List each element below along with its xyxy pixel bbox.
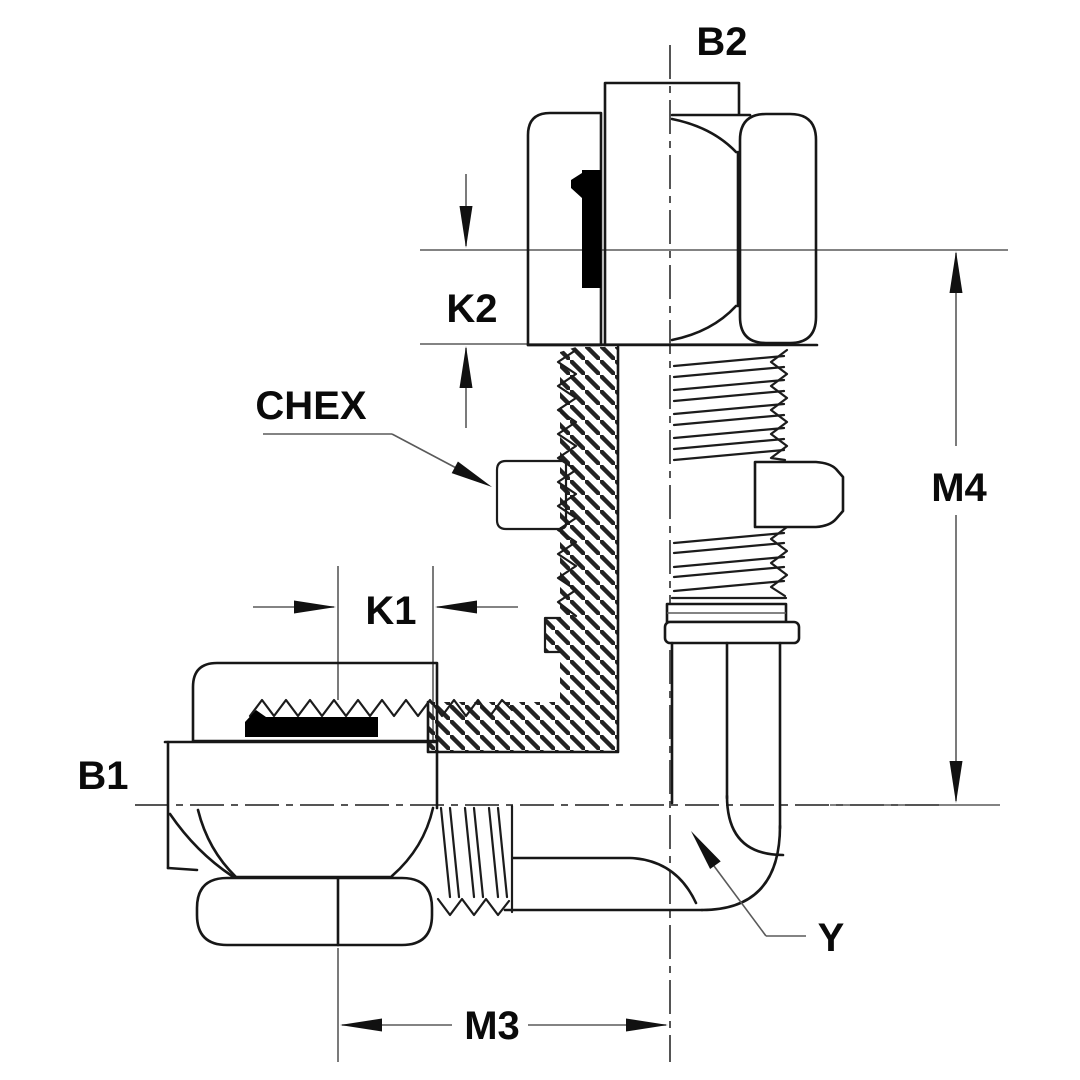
elbow-body-section [426, 345, 620, 754]
bulkhead-washer [663, 602, 801, 645]
dimension-k2 [459, 174, 473, 428]
elbow-bend [503, 641, 785, 912]
dimension-k1 [253, 600, 518, 614]
label-k2: K2 [446, 287, 497, 331]
b2-nut-section [526, 111, 603, 347]
label-m4: M4 [931, 466, 987, 510]
label-y: Y [818, 916, 845, 960]
thread-engagement [248, 698, 514, 718]
labels: B2 K2 CHEX K1 B1 M4 M3 Y [77, 20, 987, 1048]
seal-b2 [571, 170, 601, 288]
label-b1: B1 [77, 754, 128, 798]
seal-b1 [245, 710, 378, 737]
leader-chex [263, 433, 492, 487]
body-tube-threads [556, 348, 578, 618]
dimension-m3 [340, 1018, 668, 1032]
leader-y [691, 831, 806, 937]
b1-port-threads [436, 804, 514, 917]
label-chex: CHEX [255, 384, 366, 428]
b1-nut-exterior [163, 740, 439, 947]
b2-nut-exterior [526, 112, 819, 347]
bulkhead-threads [670, 348, 789, 600]
chex-hex [495, 459, 568, 531]
jam-nut [753, 460, 845, 529]
label-m3: M3 [464, 1004, 520, 1048]
label-k1: K1 [365, 589, 416, 633]
top-tube [603, 81, 741, 347]
dimension-m4 [949, 251, 963, 803]
label-b2: B2 [696, 20, 747, 64]
b1-nut-section [191, 661, 514, 743]
